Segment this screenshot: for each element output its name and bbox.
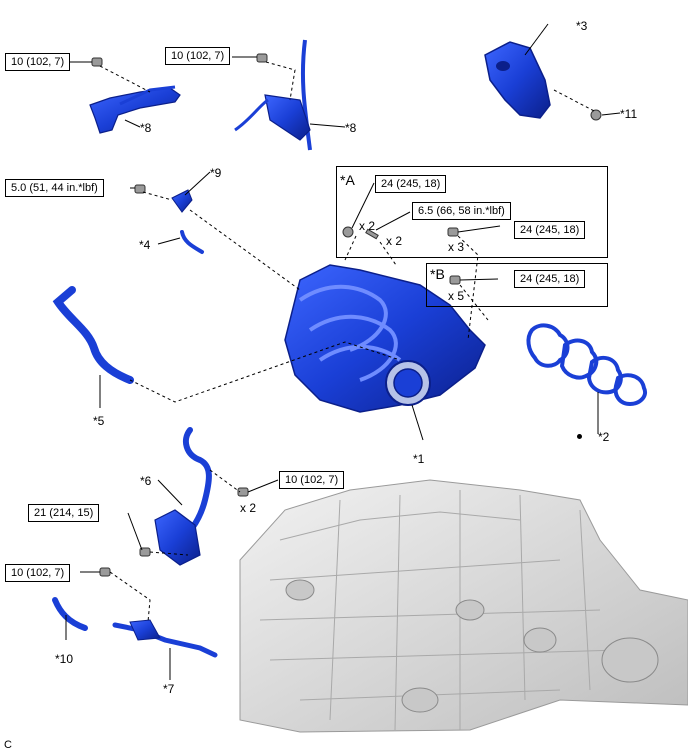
part-label-7: *7 (163, 682, 175, 696)
detail-frame-b (426, 263, 608, 307)
part-label-10: *10 (55, 652, 74, 666)
qty-a-nut: x 2 (359, 219, 376, 233)
part-label-6: *6 (140, 474, 152, 488)
harness-bracket-right (234, 39, 312, 151)
part-label-9: *9 (210, 166, 222, 180)
qty-a-stud: x 2 (386, 234, 403, 248)
torque-b: 24 (245, 18) (514, 270, 586, 288)
qty-tube: x 2 (240, 501, 257, 515)
fasteners (91, 53, 602, 577)
part-label-11: *11 (620, 107, 638, 121)
part-label-5: *5 (93, 414, 105, 428)
part-label-8-right: *8 (345, 121, 357, 135)
hose-5 (52, 286, 134, 384)
detail-b-label: *B (430, 266, 445, 282)
leader-lines (65, 23, 621, 680)
manifold-bracket (484, 41, 551, 119)
tube-7 (112, 619, 218, 658)
torque-a-stud: 6.5 (66, 58 in.*lbf) (412, 202, 511, 220)
torque-tube: 10 (102, 7) (279, 471, 345, 489)
manifold-gasket (526, 323, 647, 407)
intake-manifold (284, 264, 486, 413)
engine-block (239, 479, 688, 733)
torque-upper-mid: 10 (102, 7) (165, 47, 231, 65)
bullet-dot (577, 434, 582, 439)
hose-10 (52, 597, 88, 631)
part-label-1: *1 (413, 452, 425, 466)
corner-code: C (4, 739, 12, 751)
part-label-3: *3 (576, 19, 588, 33)
tube-assembly-6 (154, 427, 212, 566)
detail-a-label: *A (340, 172, 355, 188)
dashed-guides (99, 61, 597, 623)
qty-a-bolt: x 3 (448, 240, 465, 254)
small-bracket-9 (171, 189, 193, 213)
torque-mid-left: 5.0 (51, 44 in.*lbf) (5, 179, 104, 197)
torque-a-top: 24 (245, 18) (375, 175, 447, 193)
part-label-8-left: *8 (140, 121, 152, 135)
torque-bracket: 21 (214, 15) (28, 504, 100, 522)
qty-b-bolt: x 5 (448, 289, 465, 303)
part-label-4: *4 (139, 238, 151, 252)
hose-4 (180, 230, 204, 254)
torque-a-right: 24 (245, 18) (514, 221, 586, 239)
torque-lower-left: 10 (102, 7) (5, 564, 71, 582)
torque-upper-left: 10 (102, 7) (5, 53, 71, 71)
part-label-2: *2 (598, 430, 610, 444)
harness-bracket-left (89, 85, 181, 134)
detail-frame-a (336, 166, 608, 258)
